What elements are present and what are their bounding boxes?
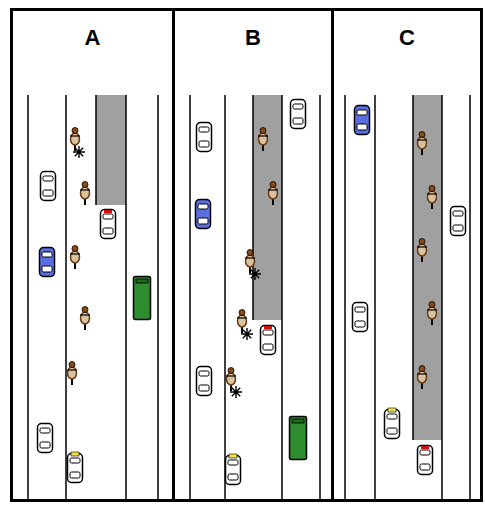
panel-letter: C xyxy=(334,27,480,49)
scenario-panel: C xyxy=(331,8,483,502)
scenario-panel: A xyxy=(10,8,175,502)
panel-letter: A xyxy=(13,27,172,49)
scenario-panel: B xyxy=(172,8,334,502)
panel-letter: B xyxy=(175,27,331,49)
